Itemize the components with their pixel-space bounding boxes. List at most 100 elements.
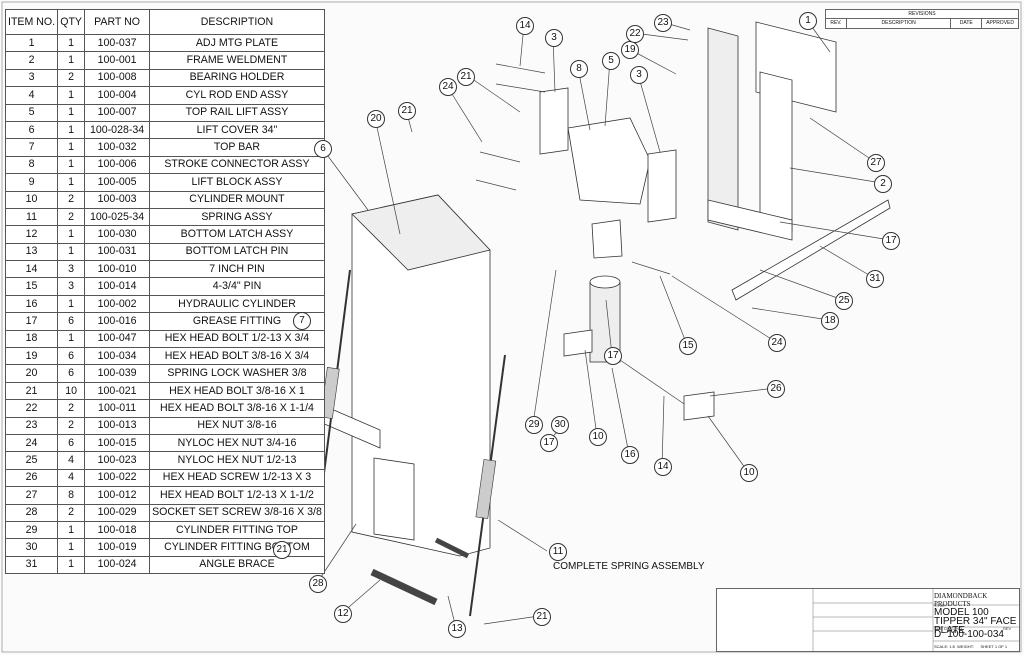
bom-part-no: 100-022 xyxy=(84,468,151,488)
bom-item-no: 11 xyxy=(4,207,59,227)
bom-qty: 1 xyxy=(57,555,86,575)
bom-description: SPRING ASSY xyxy=(149,207,325,227)
bom-description: TOP BAR xyxy=(149,138,325,157)
bom-item-no: 4 xyxy=(4,86,59,105)
bom-description: HYDRAULIC CYLINDER xyxy=(149,294,325,314)
item-balloon: 21 xyxy=(457,68,475,86)
bom-header-row: ITEM NO. QTY PART NO DESCRIPTION xyxy=(4,9,325,35)
bom-qty: 1 xyxy=(57,329,86,349)
bom-item-no: 1 xyxy=(4,33,59,53)
bom-part-no: 100-029 xyxy=(84,503,151,522)
bom-qty: 2 xyxy=(57,190,86,209)
item-balloon: 18 xyxy=(821,312,839,330)
revisions-rev: REV. xyxy=(826,19,847,28)
item-balloon: 21 xyxy=(533,608,551,626)
item-balloon: 17 xyxy=(540,434,558,452)
bom-qty: 10 xyxy=(57,381,86,401)
scale: SCALE: 1:5 xyxy=(934,644,955,649)
dwg-number: 100-100-034 xyxy=(947,629,1004,640)
bom-qty: 2 xyxy=(57,416,86,435)
scale-weight-sheet: SCALE: 1:5 WEIGHT: SHEET 1 OF 1 xyxy=(934,644,1007,649)
complete-spring-assembly-note: COMPLETE SPRING ASSEMBLY xyxy=(553,561,705,572)
bom-description: HEX HEAD SCREW 1/2-13 X 3 xyxy=(149,468,325,488)
bom-part-no: 100-037 xyxy=(84,33,151,53)
bom-part-no: 100-003 xyxy=(84,190,151,209)
item-balloon: 12 xyxy=(334,605,352,623)
title-label: TITLE: xyxy=(934,603,947,608)
bom-description: HEX HEAD BOLT 3/8-16 X 3/4 xyxy=(149,347,325,366)
item-balloon: 24 xyxy=(768,334,786,352)
bom-part-no: 100-018 xyxy=(84,520,151,540)
bom-item-no: 22 xyxy=(4,399,59,418)
bom-qty: 6 xyxy=(57,347,86,366)
bom-item-no: 20 xyxy=(4,364,59,383)
item-balloon: 13 xyxy=(448,620,466,638)
bom-qty: 6 xyxy=(57,364,86,383)
title-block xyxy=(716,588,1020,652)
bom-description: BOTTOM LATCH ASSY xyxy=(149,225,325,244)
item-balloon: 31 xyxy=(866,270,884,288)
bom-header-item: ITEM NO. xyxy=(4,9,59,35)
bom-qty: 1 xyxy=(57,520,86,540)
bom-item-no: 31 xyxy=(4,555,59,575)
item-balloon: 23 xyxy=(654,14,672,32)
bom-description: NYLOC HEX NUT 1/2-13 xyxy=(149,451,325,470)
bom-item-no: 5 xyxy=(4,103,59,122)
bom-description: GREASE FITTING xyxy=(149,312,325,331)
bom-qty: 1 xyxy=(57,294,86,314)
bom-item-no: 13 xyxy=(4,242,59,262)
bom-part-no: 100-014 xyxy=(84,277,151,296)
bom-item-no: 17 xyxy=(4,312,59,331)
item-balloon: 20 xyxy=(367,110,385,128)
bom-qty: 1 xyxy=(57,173,86,192)
item-balloon: 19 xyxy=(621,41,639,59)
bom-part-no: 100-013 xyxy=(84,416,151,435)
bom-description: SPRING LOCK WASHER 3/8 xyxy=(149,364,325,383)
bom-description: STROKE CONNECTOR ASSY xyxy=(149,155,325,175)
bom-part-no: 100-025-34 xyxy=(84,207,151,227)
item-balloon: 7 xyxy=(293,312,311,330)
bom-item-no: 24 xyxy=(4,433,59,453)
item-balloon: 15 xyxy=(679,337,697,355)
item-balloon: 10 xyxy=(740,464,758,482)
item-balloon: 3 xyxy=(545,29,563,47)
company-name: DIAMONDBACK PRODUCTS xyxy=(934,592,988,608)
revisions-header: REV. DESCRIPTION DATE APPROVED xyxy=(826,19,1018,28)
item-balloon: 24 xyxy=(439,78,457,96)
item-balloon: 14 xyxy=(654,458,672,476)
bom-part-no: 100-011 xyxy=(84,399,151,418)
bom-item-no: 19 xyxy=(4,347,59,366)
bom-description: CYL ROD END ASSY xyxy=(149,86,325,105)
bom-part-no: 100-012 xyxy=(84,486,151,505)
item-balloon: 27 xyxy=(867,154,885,172)
bom-part-no: 100-004 xyxy=(84,86,151,105)
item-balloon: 17 xyxy=(604,347,622,365)
bom-qty: 4 xyxy=(57,468,86,488)
bom-qty: 1 xyxy=(57,242,86,262)
revisions-date: DATE xyxy=(951,19,983,28)
bom-item-no: 9 xyxy=(4,173,59,192)
bom-qty: 2 xyxy=(57,399,86,418)
bom-qty: 1 xyxy=(57,225,86,244)
bom-part-no: 100-015 xyxy=(84,433,151,453)
bom-part-no: 100-021 xyxy=(84,381,151,401)
weight: WEIGHT: xyxy=(957,644,974,649)
